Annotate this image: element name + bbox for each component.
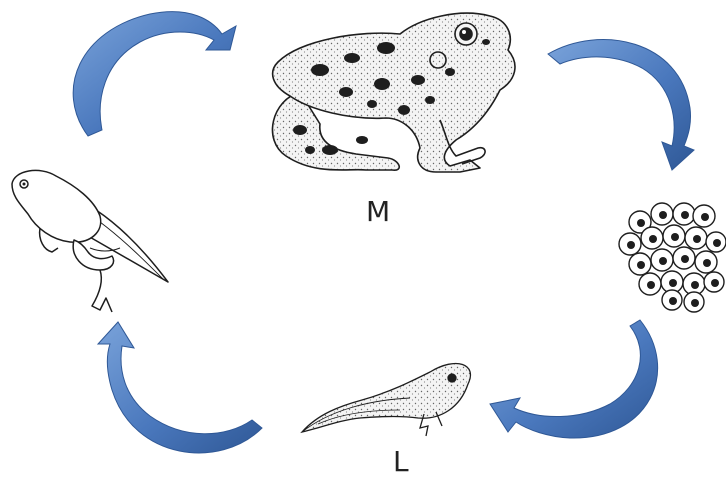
arrow-eggs-to-tadpole [490,320,658,438]
arrow-froglet-to-adult [73,12,236,136]
arrow-adult-to-eggs [548,40,694,170]
froglet-icon [12,170,168,312]
arrow-tadpole-to-froglet [98,322,262,453]
adult-frog-label: M [366,198,390,226]
frog-eggs-icon [619,203,726,312]
adult-frog-icon [272,13,514,172]
tadpole-icon [302,363,470,436]
